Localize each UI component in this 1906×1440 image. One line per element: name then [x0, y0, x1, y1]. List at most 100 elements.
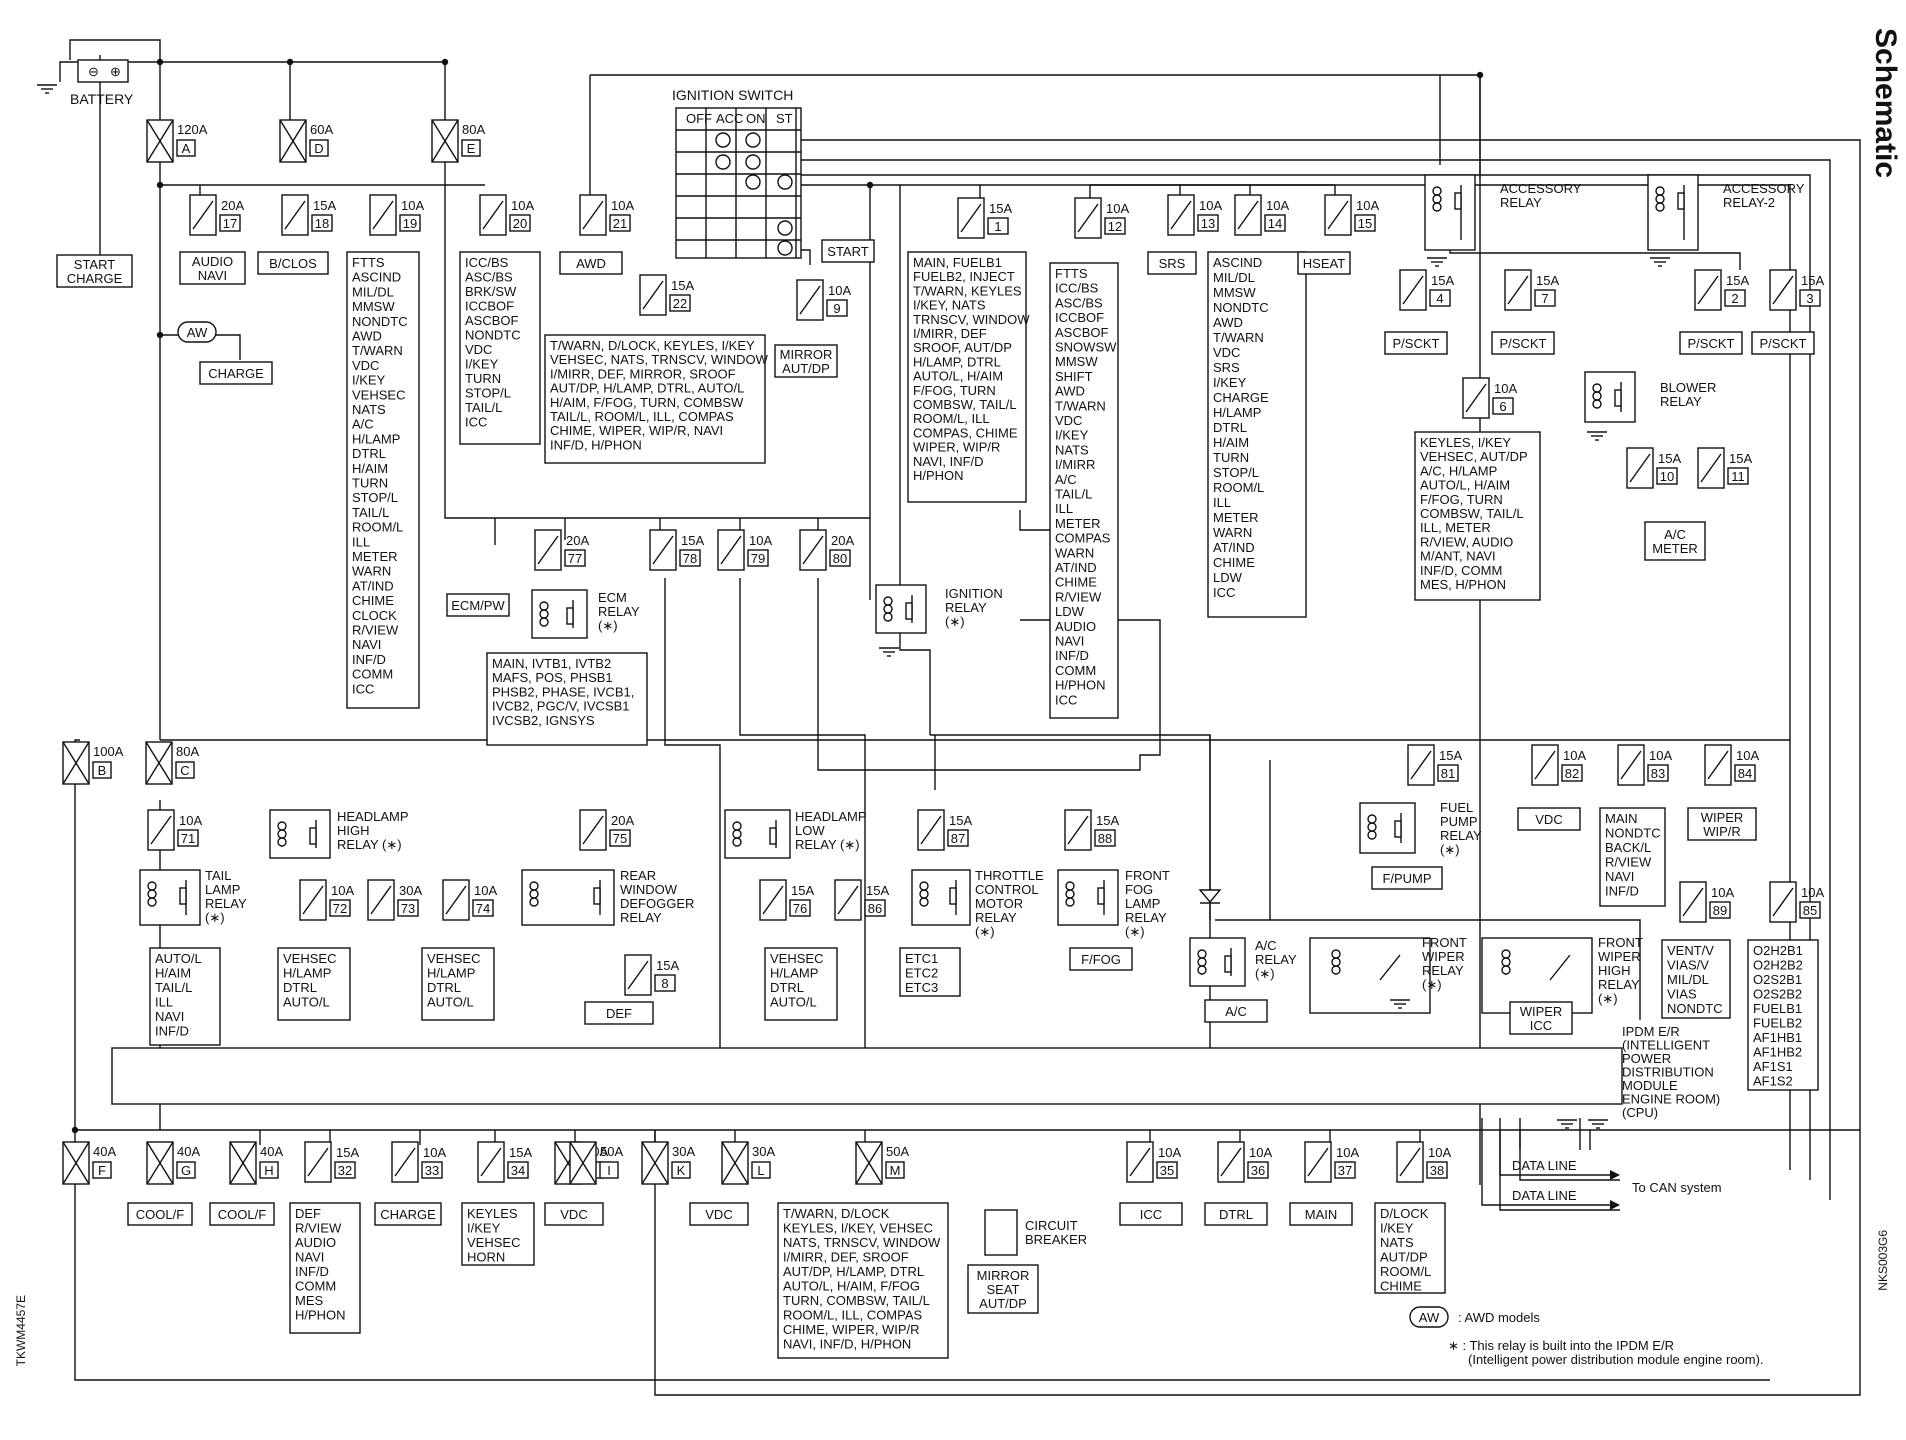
fuse20-circuits-text: STOP/L: [465, 386, 511, 401]
fuse14-circuits-text: H/AIM: [1213, 435, 1249, 450]
fuse-rating: 15A: [336, 1145, 359, 1160]
charge-label-box: [199, 361, 273, 385]
fuse32-circuits-text: AUDIO: [295, 1235, 336, 1250]
fuse-number-box: [1734, 764, 1756, 782]
ecm-relay-circuits-text: IVCB2, PGC/V, IVCSB1: [492, 699, 630, 714]
fuse87-circuits-box: [899, 947, 961, 997]
fuse6-circuits-text: M/ANT, NAVI: [1420, 549, 1496, 564]
icc-label-text: ICC: [1140, 1207, 1162, 1222]
fuse14-circuits-text: CHIME: [1213, 555, 1255, 570]
wire: [899, 185, 931, 735]
fuse-element: [482, 200, 504, 230]
switch-contact: [777, 220, 793, 236]
fuse-element: [1707, 750, 1729, 780]
wire: [740, 139, 1861, 1200]
fuse-element: [150, 815, 172, 845]
fuse1-circuits-text: H/LAMP, DTRL: [913, 354, 1001, 369]
fuse19-circuits-text: ROOM/L: [352, 520, 403, 535]
fuse-element: [920, 815, 942, 845]
fuse34-circuits-text: I/KEY: [467, 1221, 501, 1236]
fusible-link-id-box: [176, 139, 196, 157]
fuse-number-box: [609, 829, 631, 847]
fuse71-circuits-text: TAIL/L: [155, 980, 192, 995]
fuse12-circuits-text: T/WARN: [1055, 398, 1106, 413]
junction-dot: [866, 181, 874, 189]
mirror-autdp-label-text: AUT/DP: [782, 361, 830, 376]
relay-coil: [1331, 965, 1341, 975]
relay-coil: [1501, 965, 1511, 975]
fuse83-circuits-text: BACK/L: [1605, 840, 1651, 855]
fuse19-circuits-text: CHIME: [352, 593, 394, 608]
fuse-number-box: [177, 829, 199, 847]
wire: [654, 1130, 1861, 1396]
fuse85-circuits-text: AF1HB1: [1753, 1030, 1802, 1045]
fuse76-circuits-text: H/LAMP: [770, 966, 818, 981]
vdc-label-i-text: VDC: [560, 1207, 587, 1222]
fuse-element: [762, 885, 784, 915]
fuse-rating: 10A: [1266, 198, 1289, 213]
fuse32-circuits-text: MES: [295, 1293, 324, 1308]
relay-coil: [1655, 202, 1665, 212]
fuse-element: [799, 285, 821, 315]
fuse89-circuits-text: MIL/DL: [1667, 972, 1709, 987]
fuse6-circuits-text: R/VIEW, AUDIO: [1420, 534, 1513, 549]
fuse-element: [1700, 453, 1722, 483]
fuse12-circuits-text: SNOWSW: [1055, 340, 1117, 355]
fuse20-circuits-text: NONDTC: [465, 328, 521, 343]
fuse-element: [307, 1147, 329, 1177]
blower-relay-contact-pad: [1614, 389, 1622, 407]
fuse14-circuits-text: SRS: [1213, 360, 1240, 375]
fuse19-circuits-text: AT/IND: [352, 578, 394, 593]
vdc-label-l-box: [689, 1202, 749, 1226]
fuse19-circuits-text: ICC: [352, 681, 374, 696]
fuse-number-box: [947, 829, 969, 847]
fusible-link-rating: 100A: [93, 744, 124, 759]
fusible-link-id-box: [461, 139, 481, 157]
fuel-pump-relay-contact-pad: [1394, 820, 1402, 838]
ecm-relay-circuits-text: MAFS, POS, PHSB1: [492, 670, 613, 685]
vdc-label-l-text: VDC: [705, 1207, 732, 1222]
fuse74-circuits-box: [421, 947, 495, 1021]
fuse-rating: 15A: [1729, 451, 1752, 466]
fuse14-circuits-text: LDW: [1213, 570, 1243, 585]
fuse-number: 37: [1338, 1163, 1352, 1178]
vdc-label-82-text: VDC: [1535, 812, 1562, 827]
fuse-rating: 10A: [1106, 201, 1129, 216]
fuse-number-box: [1724, 289, 1746, 307]
fuse20-circuits-text: TURN: [465, 371, 501, 386]
fuse19-circuits-text: VEHSEC: [352, 387, 405, 402]
ecm-relay-body: [531, 589, 588, 639]
fuse-number: 9: [833, 301, 840, 316]
front-wiper-relay-label: RELAY: [1422, 963, 1464, 978]
fusible-link-id: C: [180, 763, 189, 778]
fuse-number: 12: [1108, 219, 1122, 234]
wires: [59, 39, 1861, 1396]
fuse22-circuits-text: I/MIRR, DEF, MIRROR, SROOF: [550, 366, 736, 381]
arrow: [1610, 1170, 1620, 1180]
start-charge-label-box: [56, 254, 133, 288]
fuse-rating: 10A: [611, 198, 634, 213]
fuse72-circuits-box: [277, 947, 351, 1021]
audio-navi-label-text: NAVI: [198, 268, 227, 283]
ecm-relay-circuits-text: PHSB2, PHASE, IVCB1,: [492, 684, 634, 699]
front-wiper-high-relay-body: [1481, 937, 1593, 1014]
fuse32-circuits-text: NAVI: [295, 1250, 324, 1265]
fuse19-circuits-text: H/AIM: [352, 461, 388, 476]
bclos-label-text: B/CLOS: [269, 256, 317, 271]
fuse20-circuits-text: BRK/SW: [465, 284, 517, 299]
fuse-rating: 15A: [1439, 748, 1462, 763]
ac-relay-contact-pad: [1224, 955, 1232, 973]
ac-relay-label: (∗): [1255, 966, 1275, 981]
fuse19-circuits-text: NAVI: [352, 637, 381, 652]
fuse71-circuits-text: INF/D: [155, 1024, 189, 1039]
mirror-seat-label-text: AUT/DP: [979, 1296, 1027, 1311]
fuel-pump-relay-label: RELAY: [1440, 828, 1482, 843]
wire: [800, 174, 1811, 1180]
headlamp-high-relay-label: RELAY (∗): [337, 837, 402, 852]
fuse22-circuits-text: INF/D, H/PHON: [550, 437, 642, 452]
def-label-box: [584, 1001, 654, 1025]
charge-label-33-text: CHARGE: [380, 1207, 436, 1222]
fuse-number-box: [1727, 467, 1749, 485]
fuse14-circuits-text: H/LAMP: [1213, 405, 1261, 420]
